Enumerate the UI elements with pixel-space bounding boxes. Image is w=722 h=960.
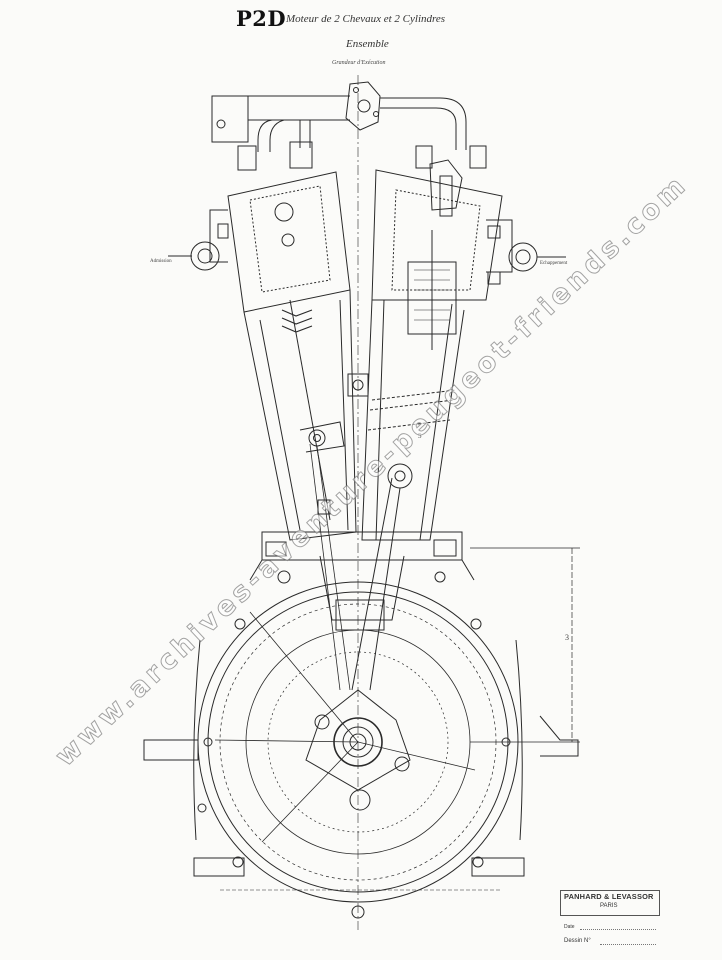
crankcase-flange bbox=[249, 531, 475, 631]
drawing-title: P2D Moteur de 2 Chevaux et 2 Cylindres bbox=[230, 6, 530, 32]
maker-name: PANHARD & LEVASSOR bbox=[564, 892, 654, 901]
crankcase bbox=[143, 581, 579, 919]
dimension-value: 3 bbox=[565, 633, 569, 642]
right-cylinder bbox=[347, 145, 566, 691]
model-code: P2D bbox=[236, 6, 287, 31]
drawing-number-label: Dessin N° bbox=[564, 938, 591, 944]
height-dimension bbox=[470, 547, 580, 743]
admission-label: Admission bbox=[150, 259, 172, 264]
date-label: Date bbox=[564, 924, 575, 930]
left-cylinder bbox=[168, 141, 357, 541]
drawing-subtitle: Ensemble bbox=[346, 38, 389, 50]
left-rod bbox=[316, 445, 351, 691]
exhaust-label: Echappement bbox=[540, 261, 568, 266]
drawing-number-line bbox=[600, 944, 656, 945]
cylinder-mark: 5 bbox=[418, 432, 422, 440]
intake-pipe bbox=[211, 81, 467, 152]
title-block: PANHARD & LEVASSOR PARIS Date Dessin N° bbox=[560, 890, 660, 952]
drawing-scale: Grandeur d'Exécution bbox=[332, 60, 386, 66]
maker-city: PARIS bbox=[600, 903, 618, 909]
date-line bbox=[580, 929, 656, 930]
maker-box bbox=[560, 890, 660, 916]
engine-description: Moteur de 2 Chevaux et 2 Cylindres bbox=[286, 13, 446, 25]
